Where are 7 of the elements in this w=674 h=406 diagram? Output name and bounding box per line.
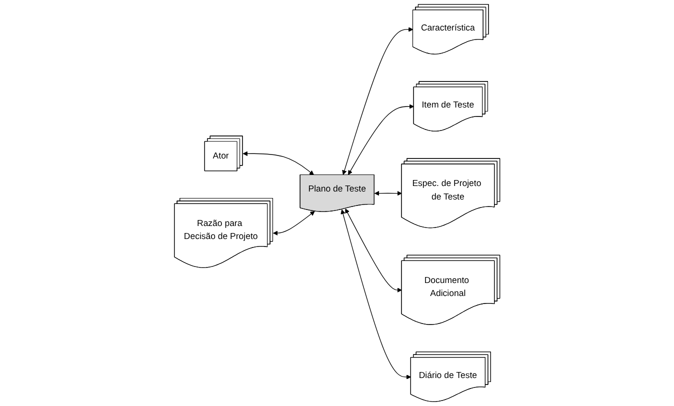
arrow bbox=[340, 209, 412, 380]
arrow bbox=[242, 151, 314, 176]
arrow bbox=[345, 208, 402, 292]
arrow bbox=[342, 27, 414, 175]
arrow bbox=[374, 190, 402, 196]
arrow bbox=[348, 104, 414, 176]
arrow bbox=[272, 211, 315, 236]
